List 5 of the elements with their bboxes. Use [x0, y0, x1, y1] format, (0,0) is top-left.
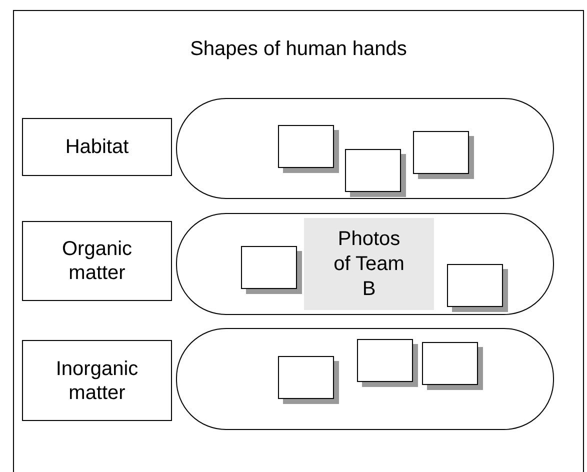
label-box: Organic matter [22, 221, 172, 301]
label-box: Inorganic matter [22, 340, 172, 421]
note-panel: Photos of Team B [304, 218, 434, 310]
diagram-title: Shapes of human hands [189, 38, 408, 61]
label-box: Habitat [22, 118, 172, 176]
